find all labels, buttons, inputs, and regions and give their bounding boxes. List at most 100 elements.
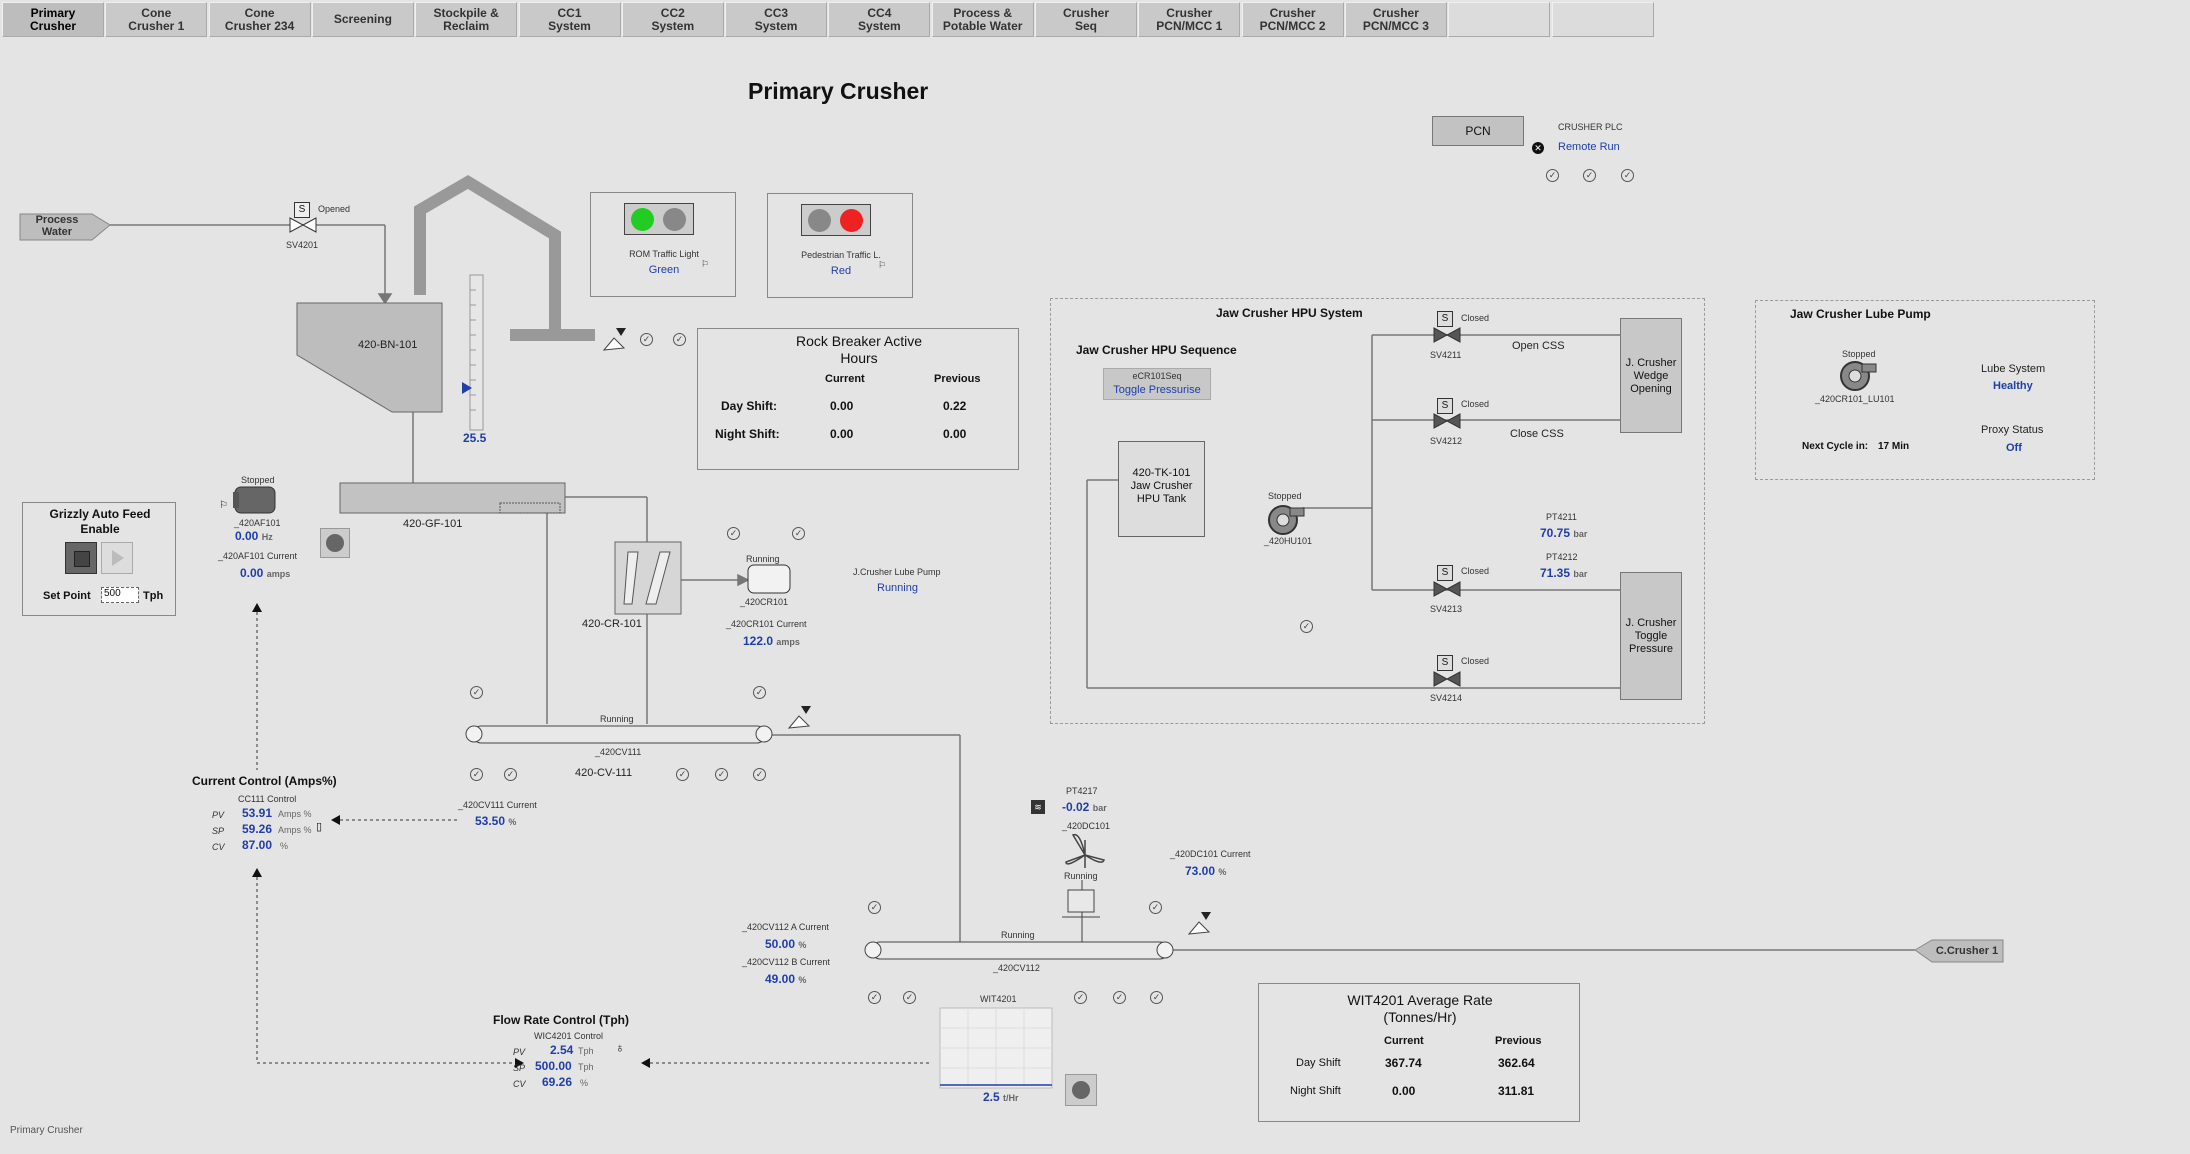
grizzly-title: Grizzly Auto Feed Enable (49, 507, 151, 536)
check-icon: ✓ (1300, 620, 1313, 633)
nav-tab[interactable]: CC3 System (725, 2, 828, 37)
cv112-a: 50.00 % (765, 937, 806, 951)
nav-tab[interactable]: CC2 System (621, 2, 724, 37)
rom-traffic-light-panel[interactable]: ROM Traffic Light Green ⚐ (590, 192, 736, 297)
check-icon: ✓ (673, 333, 686, 346)
row-current: 367.74 (1385, 1056, 1422, 1070)
nav-tab[interactable] (1551, 2, 1654, 37)
feeder-motor-icon[interactable] (235, 487, 275, 513)
nav-tab[interactable]: Cone Crusher 234 (208, 2, 311, 37)
cv111-current-value: 53.50 (475, 814, 506, 828)
setpoint-unit: Tph (143, 590, 164, 602)
check-icon: ✓ (640, 333, 653, 346)
cv111-current-unit: % (508, 817, 517, 827)
check-icon: ✓ (727, 527, 740, 540)
faceplate-button[interactable] (320, 528, 350, 558)
rom-traffic-state: Green (648, 264, 680, 276)
open-css-label: Open CSS (1512, 340, 1565, 352)
stop-button[interactable] (65, 542, 97, 574)
nav-tab[interactable]: Process & Potable Water (931, 2, 1034, 37)
hpu-pump-icon[interactable] (1268, 505, 1304, 535)
valve-sv4212-icon[interactable] (1432, 412, 1462, 435)
cv112-state: Running (1001, 930, 1035, 940)
nav-tab[interactable]: Crusher PCN/MCC 3 (1344, 2, 1447, 37)
toggle-pressurise-button[interactable]: eCR101Seq Toggle Pressurise (1103, 368, 1211, 400)
sp-label: SP (513, 1063, 526, 1073)
traffic-light-housing (624, 203, 694, 235)
cv111-tag: _420CV111 (595, 747, 642, 757)
valve-sv4213-icon[interactable] (1432, 580, 1462, 603)
nav-tab[interactable]: Crusher Seq (1035, 2, 1137, 37)
valve-icon[interactable] (288, 216, 318, 239)
controller-icon[interactable]: ▯ (316, 821, 323, 833)
pv-unit: Tph (578, 1046, 594, 1056)
faceplate-button[interactable] (1065, 1074, 1097, 1106)
setpoint-input[interactable]: 500 (101, 587, 139, 603)
crusher-motor-state: Running (746, 554, 780, 564)
feeder-current-value: 0.00 (240, 566, 264, 580)
fan-current-value: 73.00 (1185, 864, 1216, 878)
cone-crusher-1-link[interactable]: C.Crusher 1 (1935, 945, 1999, 957)
valve-state: Closed (1461, 566, 1490, 576)
row-previous: 311.81 (1498, 1084, 1535, 1098)
pt4217: -0.02 bar (1062, 800, 1107, 814)
jaw-crusher-icon[interactable] (615, 542, 681, 614)
nav-tab[interactable]: Cone Crusher 1 (105, 2, 208, 37)
zero-speed-icon[interactable] (1187, 910, 1213, 941)
check-icon: ✓ (753, 768, 766, 781)
hpu-tank[interactable]: 420-TK-101 Jaw Crusher HPU Tank (1118, 441, 1205, 537)
toggle-pressure-block[interactable]: J. Crusher Toggle Pressure (1620, 572, 1682, 700)
conveyor-cv111[interactable] (473, 726, 765, 743)
valve-tag: SV4212 (1430, 436, 1463, 446)
valve-solenoid-icon: S (1437, 311, 1453, 327)
feeder-hz: 0.00 Hz (235, 529, 273, 543)
sp-unit: Amps % (278, 825, 312, 835)
sp-label: SP (212, 826, 225, 836)
valve-sv4211-icon[interactable] (1432, 326, 1462, 349)
rock-breaker-hours-panel: Rock Breaker Active Hours Current Previo… (697, 328, 1019, 470)
crusher-motor-icon[interactable] (748, 565, 790, 593)
pcn-button[interactable]: PCN (1432, 116, 1524, 146)
feeder-current-label: _420AF101 Current (218, 551, 298, 561)
fan-tag: _420DC101 (1062, 821, 1111, 831)
controller-icon[interactable]: ♁ (615, 1040, 625, 1055)
hpu-system-panel (1050, 298, 1705, 724)
rock-breaker-icon[interactable] (602, 326, 628, 357)
cv112-tag: _420CV112 (993, 963, 1040, 973)
pv-unit: Amps % (278, 809, 312, 819)
check-icon: ✓ (868, 901, 881, 914)
nav-tab[interactable]: Primary Crusher (2, 2, 104, 37)
valve-tag: SV4201 (286, 240, 319, 250)
pt4217-value: -0.02 (1062, 800, 1090, 814)
cv111-current: 53.50 % (475, 814, 516, 828)
fan-icon[interactable] (1062, 832, 1108, 872)
valve-sv4214-icon[interactable] (1432, 670, 1462, 693)
check-icon: ✓ (903, 991, 916, 1004)
feeder-tag: _420AF101 (234, 518, 281, 528)
valve-solenoid-icon: S (1437, 655, 1453, 671)
wedge-opening-block[interactable]: J. Crusher Wedge Opening (1620, 318, 1682, 433)
wit-trend-chart[interactable] (940, 1008, 1052, 1088)
toggle-pressurise-label: Toggle Pressurise (1113, 384, 1201, 396)
nav-tab[interactable]: CC4 System (828, 2, 931, 37)
nav-tab[interactable]: Screening (311, 2, 414, 37)
lube-pump-icon[interactable] (1840, 361, 1876, 391)
hpu-title: Jaw Crusher HPU System (1216, 306, 1363, 320)
pressure-transmitter-icon[interactable]: ≋ (1031, 800, 1045, 814)
dust-collector-icon[interactable] (1068, 890, 1094, 912)
cv112-b-value: 49.00 (765, 972, 796, 986)
conveyor-cv112[interactable] (872, 942, 1168, 959)
nav-tab[interactable]: Crusher PCN/MCC 1 (1138, 2, 1241, 37)
nav-tab[interactable]: Crusher PCN/MCC 2 (1241, 2, 1344, 37)
cv-value: 87.00 (242, 838, 273, 852)
pedestrian-traffic-light-panel[interactable]: Pedestrian Traffic L. Red ⚐ (767, 193, 913, 298)
valve-solenoid-icon: S (1437, 565, 1453, 581)
fan-current-label: _420DC101 Current (1170, 849, 1251, 859)
flag-icon: ⚐ (219, 500, 228, 511)
nav-tab[interactable] (1448, 2, 1551, 37)
zero-speed-icon[interactable] (787, 704, 813, 735)
nav-tab[interactable]: Stockpile & Reclaim (415, 2, 518, 37)
wit-value: 2.5 (983, 1090, 1000, 1104)
nav-tab[interactable]: CC1 System (518, 2, 621, 37)
start-button[interactable] (101, 542, 133, 574)
